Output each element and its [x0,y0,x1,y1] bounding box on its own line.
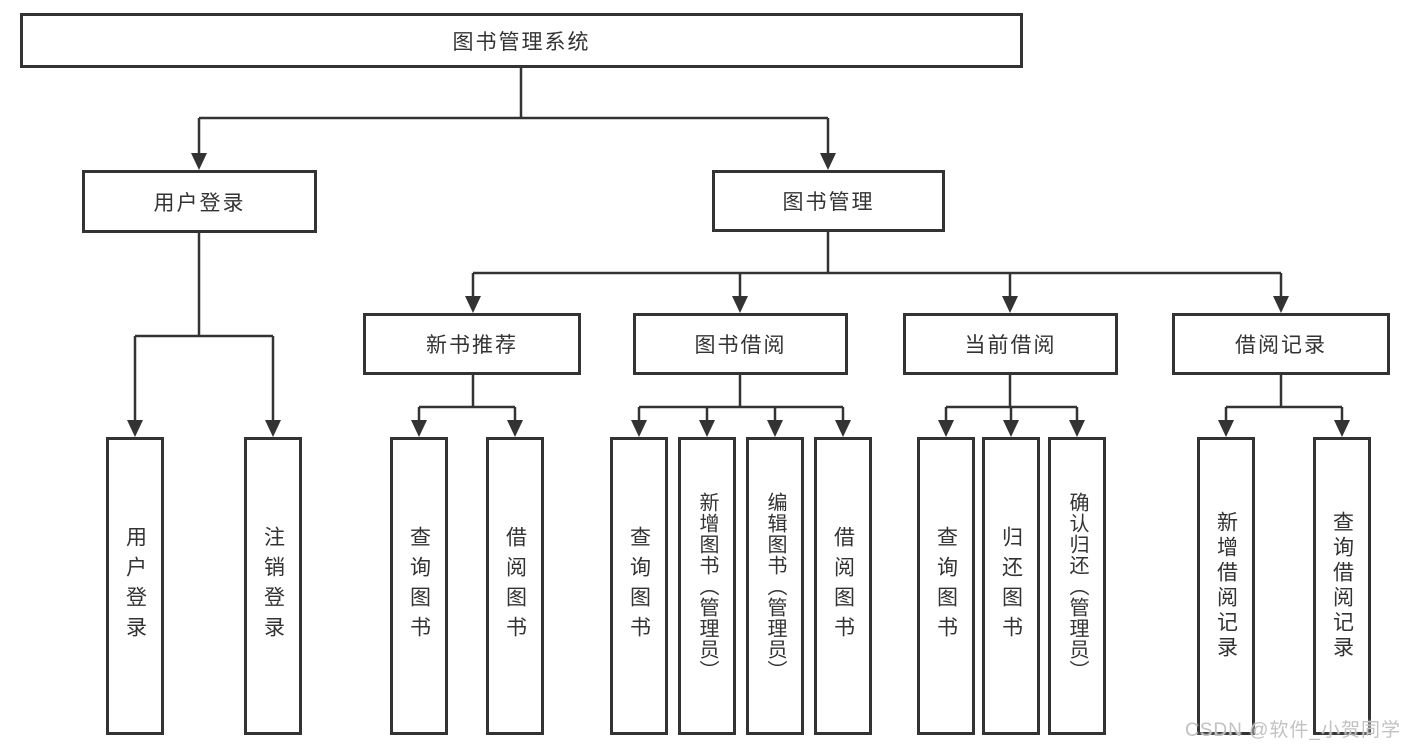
node-label: 借阅图书 [831,526,855,646]
node-leaf-edit-books-admin: 编辑图书（管理员） [746,437,804,735]
node-user-login: 用户登录 [82,170,317,233]
node-leaf-query-books-3: 查询图书 [917,437,975,735]
node-label: 借阅图书 [503,526,527,646]
arrowheads [127,153,1350,437]
node-label: 编辑图书（管理员） [764,491,786,681]
node-label: 当前借阅 [964,334,1057,357]
node-label: 查询借阅记录 [1330,511,1354,661]
node-leaf-add-books-admin: 新增图书（管理员） [678,437,736,735]
node-label: 借阅记录 [1235,334,1327,357]
node-leaf-user-login: 用户登录 [106,437,164,735]
node-label: 查询图书 [934,526,958,646]
node-label: 注销登录 [261,526,285,646]
node-leaf-return-books: 归还图书 [982,437,1040,735]
node-leaf-query-books: 查询图书 [390,437,448,735]
node-book-borrowing: 图书借阅 [633,313,848,375]
node-borrowing-records: 借阅记录 [1172,313,1390,375]
node-label: 新增图书（管理员） [696,491,718,681]
node-new-book-recommendation: 新书推荐 [363,313,581,375]
node-label: 查询图书 [627,526,651,646]
node-label: 归还图书 [999,526,1023,646]
node-leaf-query-borrow-record: 查询借阅记录 [1313,437,1371,735]
node-library-management-system: 图书管理系统 [20,13,1023,68]
node-label: 查询图书 [407,526,431,646]
csdn-watermark: CSDN @软件_小贺同学 [1185,720,1401,741]
node-label: 图书管理系统 [452,30,591,54]
node-label: 新书推荐 [426,334,518,357]
node-leaf-query-books-2: 查询图书 [610,437,668,735]
node-label: 图书管理 [782,191,875,214]
node-label: 用户登录 [153,191,246,215]
node-leaf-logout: 注销登录 [244,437,302,735]
node-leaf-add-borrow-record: 新增借阅记录 [1197,437,1255,735]
node-leaf-confirm-return-admin: 确认归还（管理员） [1048,437,1106,735]
node-leaf-borrow-books-2: 借阅图书 [814,437,872,735]
node-leaf-borrow-books: 借阅图书 [486,437,544,735]
node-label: 图书借阅 [694,334,787,357]
node-label: 确认归还（管理员） [1066,491,1088,681]
node-label: 新增借阅记录 [1214,511,1238,661]
node-book-management: 图书管理 [712,170,945,232]
node-label: 用户登录 [123,526,147,646]
node-current-borrowing: 当前借阅 [903,313,1118,375]
